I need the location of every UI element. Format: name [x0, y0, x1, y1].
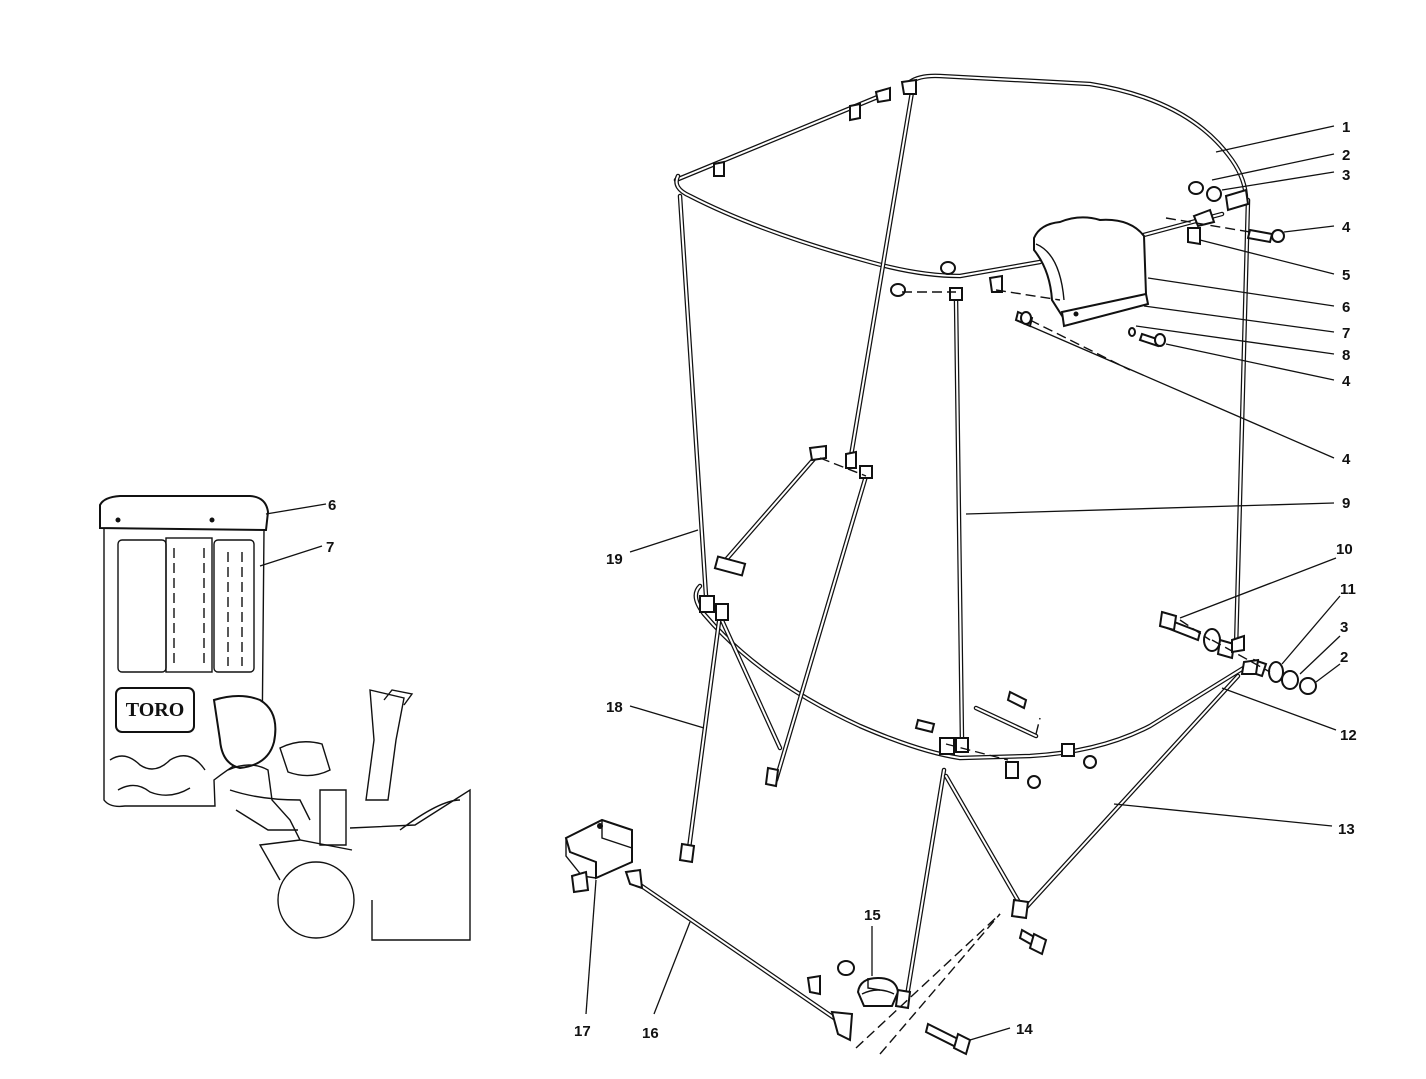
rear-left-post — [677, 193, 709, 599]
foot-bracket — [564, 818, 633, 894]
front-right-post — [1233, 197, 1251, 651]
callout-1: 1 — [1342, 119, 1350, 136]
clamp — [837, 960, 900, 1007]
rear-left-leg — [685, 611, 723, 859]
left-brace-diagonal — [717, 613, 783, 751]
callout-6: 6 — [1342, 299, 1350, 316]
callout-7: 7 — [326, 539, 334, 556]
inset-cab-top-cover — [99, 495, 270, 532]
callout-2: 2 — [1342, 147, 1350, 164]
callout-8: 8 — [1342, 347, 1350, 364]
top-horseshoe-bow — [674, 173, 1043, 279]
callout-11: 11 — [1340, 581, 1356, 598]
hardware-top-right — [1187, 181, 1285, 246]
callout-labels: 1 2 3 4 5 6 7 8 4 4 9 10 11 3 2 12 13 14… — [326, 119, 1357, 1042]
callout-14: 14 — [1016, 1021, 1033, 1038]
callout-9: 9 — [1342, 495, 1350, 512]
callout-3: 3 — [1342, 167, 1350, 184]
inset-toro-logo-patch — [115, 687, 195, 733]
callout-7: 7 — [1342, 325, 1350, 342]
inset-machine-outline — [227, 764, 301, 841]
callout-18: 18 — [606, 699, 623, 716]
assembly-lines — [819, 217, 1271, 1055]
inset-toro-logo: TORO — [126, 699, 185, 721]
left-brace-long — [773, 473, 869, 783]
callout-3: 3 — [1340, 619, 1348, 636]
left-brace-upper — [721, 449, 823, 565]
center-lower-leg — [903, 767, 947, 1005]
callout-13: 13 — [1338, 821, 1355, 838]
callout-19: 19 — [606, 551, 623, 568]
callout-17: 17 — [574, 1023, 591, 1040]
center-post — [953, 295, 965, 745]
callout-6: 6 — [328, 497, 336, 514]
callout-5: 5 — [1342, 267, 1350, 284]
lower-crossbar — [627, 875, 843, 1025]
center-diagonal-leg — [943, 773, 1023, 907]
top-diagonal-post — [847, 89, 915, 465]
cab-frame-exploded-view — [564, 73, 1317, 1056]
hardware-right — [1158, 610, 1317, 695]
inset-snowthrower-with-cab: TORO — [99, 495, 471, 941]
front-right-strut — [1019, 673, 1241, 915]
callout-10: 10 — [1336, 541, 1353, 558]
leader-lines — [259, 125, 1341, 1041]
bolt-lower-right — [1018, 928, 1048, 956]
callout-4: 4 — [1342, 373, 1351, 390]
bolt-14 — [924, 1022, 972, 1056]
callout-12: 12 — [1340, 727, 1357, 744]
callout-2: 2 — [1340, 649, 1348, 666]
callout-16: 16 — [642, 1025, 659, 1042]
callout-4: 4 — [1342, 219, 1351, 236]
callout-4: 4 — [1342, 451, 1351, 468]
lower-horseshoe-bow — [693, 583, 1253, 761]
callout-15: 15 — [864, 907, 881, 924]
top-cover-6 — [1033, 216, 1150, 328]
frame-brackets — [678, 78, 1260, 1010]
